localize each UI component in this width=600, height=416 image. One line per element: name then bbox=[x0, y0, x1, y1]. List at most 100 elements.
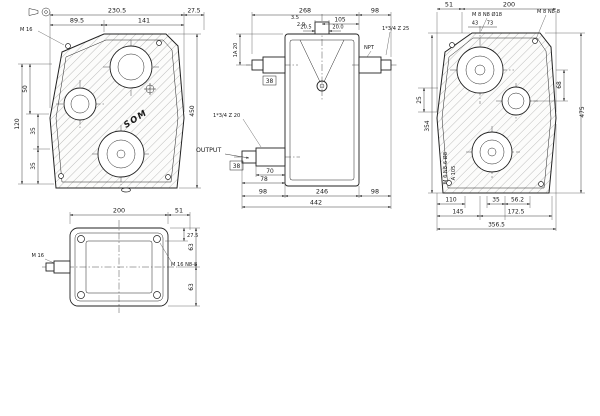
bolt-hole bbox=[77, 291, 85, 299]
bolt-hole bbox=[538, 181, 544, 187]
dim-out-len-b: 78 bbox=[260, 177, 268, 183]
dim-small-a: 43 bbox=[472, 21, 478, 27]
bolt-hole bbox=[153, 291, 161, 299]
projection-dot bbox=[44, 10, 48, 14]
leader-line bbox=[37, 30, 65, 46]
dim-key-a: 20.5 bbox=[300, 24, 311, 30]
bolt-hole bbox=[446, 180, 452, 186]
leader-line bbox=[385, 31, 391, 56]
end-housing-inner-line bbox=[441, 37, 552, 189]
bolt-hole bbox=[58, 173, 64, 179]
bolt-hole bbox=[532, 38, 538, 44]
front-housing-inner-line bbox=[55, 39, 179, 183]
front-bottom-bore-center bbox=[116, 149, 126, 159]
end-top-bore-center bbox=[474, 64, 486, 76]
end-bottom-bore-center bbox=[487, 147, 497, 157]
side-dimensions: 268 98 105 20.5 20.0 3.5 2.9 1A 20 NPT 1… bbox=[196, 7, 409, 209]
note-tap-tl: M 8 N8 Ø18 bbox=[472, 11, 502, 18]
dia-box bbox=[229, 160, 244, 171]
plan-shaft-stub bbox=[53, 260, 71, 274]
dim-left-35a: 35 bbox=[31, 127, 37, 135]
front-top-bore-inner bbox=[117, 53, 145, 81]
bolt-hole bbox=[165, 174, 171, 180]
dim-right-small: 68 bbox=[557, 81, 563, 89]
dim-input-dia: 38 bbox=[266, 79, 274, 85]
dim-top-width: 268 bbox=[299, 7, 311, 15]
dim-b2: 145 bbox=[452, 210, 463, 216]
dim-small-b: 2.9 bbox=[297, 22, 305, 28]
dim-b4: 56.2 bbox=[511, 198, 524, 204]
front-bottom-bore bbox=[97, 130, 145, 178]
plan-dimensions: 200 51 27.5 63 63 M 16 M 16 N8-8 bbox=[32, 207, 200, 307]
dim-plan-h2: 63 bbox=[189, 283, 195, 291]
note-left: 1A 20 bbox=[233, 43, 239, 58]
dim-shaft-edge: 105 bbox=[334, 18, 345, 24]
dim-plan-ext: 51 bbox=[175, 207, 183, 215]
leader-line bbox=[480, 17, 488, 32]
output-label: OUTPUT bbox=[196, 147, 221, 154]
dim-bot-left: 98 bbox=[259, 188, 267, 196]
input-shaft-end bbox=[380, 59, 392, 71]
note-plan-shaft: M 16 bbox=[32, 253, 45, 259]
end-top-bore bbox=[456, 46, 504, 94]
side-view bbox=[234, 14, 397, 187]
datum-target-symbol bbox=[144, 83, 156, 95]
dim-input-ext: 98 bbox=[371, 7, 379, 15]
dim-inner-height: 354 bbox=[425, 120, 431, 131]
note-output-spline: 1*3/4 Z 20 bbox=[213, 113, 240, 119]
dim-left-120: 120 bbox=[15, 118, 21, 129]
dim-b3: 35 bbox=[492, 198, 500, 204]
left-shaft-end bbox=[251, 59, 264, 71]
note-tap-tr: M 8 N8-8 bbox=[537, 9, 560, 15]
dim-offset: 27.5 bbox=[187, 9, 200, 15]
projection-cone bbox=[28, 8, 39, 16]
plan-view bbox=[42, 220, 178, 313]
dim-height: 450 bbox=[190, 105, 196, 116]
dim-plan-offset: 27.5 bbox=[187, 233, 198, 239]
input-shaft-stub bbox=[358, 56, 382, 74]
note-plan-tap: M 16 N8-8 bbox=[171, 262, 197, 268]
front-left-bore bbox=[63, 87, 97, 121]
bolt-hole bbox=[153, 235, 161, 243]
output-shaft-stub bbox=[255, 147, 286, 167]
end-top-bore-inner bbox=[465, 55, 495, 85]
datum-cross bbox=[144, 83, 156, 95]
note-input-spline: 1*3/4 Z 25 bbox=[382, 26, 409, 32]
projection-circle bbox=[41, 7, 51, 17]
note-datum: A 105 bbox=[451, 166, 457, 181]
dim-bot-right: 98 bbox=[371, 188, 379, 196]
dim-left-small: 25 bbox=[417, 96, 423, 104]
bolt-hole bbox=[77, 235, 85, 243]
leader-line bbox=[366, 50, 372, 58]
bolt-hole bbox=[449, 42, 455, 48]
dim-small-b: 73 bbox=[487, 21, 493, 27]
dim-left-35b: 35 bbox=[31, 162, 37, 170]
dim-bot-total: 442 bbox=[310, 199, 322, 207]
end-dimensions: 51 200 M 8 N8 Ø18 M 8 N8-8 43 73 25 354 … bbox=[417, 1, 586, 231]
dim-b1: 110 bbox=[445, 198, 456, 204]
dia-box bbox=[262, 75, 277, 86]
leader-line bbox=[159, 242, 173, 264]
dim-width-right: 141 bbox=[138, 17, 150, 25]
end-right-bore bbox=[501, 86, 531, 116]
note-tap-bl: M 6 N8-6 Ø8 bbox=[442, 152, 449, 184]
dim-small-a: 3.5 bbox=[291, 15, 299, 21]
dim-output-dia: 38 bbox=[233, 164, 241, 170]
leader-line bbox=[535, 14, 547, 40]
front-top-bore bbox=[109, 45, 153, 89]
dim-left-50: 50 bbox=[23, 85, 29, 93]
dim-top-a: 51 bbox=[445, 1, 453, 9]
output-arrow bbox=[224, 153, 250, 159]
dim-bot-mid: 246 bbox=[316, 188, 328, 196]
side-funnel-bore-inner bbox=[319, 83, 325, 89]
dim-top-b: 200 bbox=[503, 1, 515, 9]
front-left-bore-inner bbox=[70, 94, 90, 114]
plan-shaft-end bbox=[45, 262, 55, 272]
bolt-hole bbox=[65, 43, 71, 49]
note-bolt-m16: M 16 bbox=[20, 27, 33, 33]
end-right-bore-inner bbox=[507, 92, 525, 110]
end-extension-lines bbox=[418, 12, 585, 231]
front-view: SOM bbox=[49, 33, 185, 193]
